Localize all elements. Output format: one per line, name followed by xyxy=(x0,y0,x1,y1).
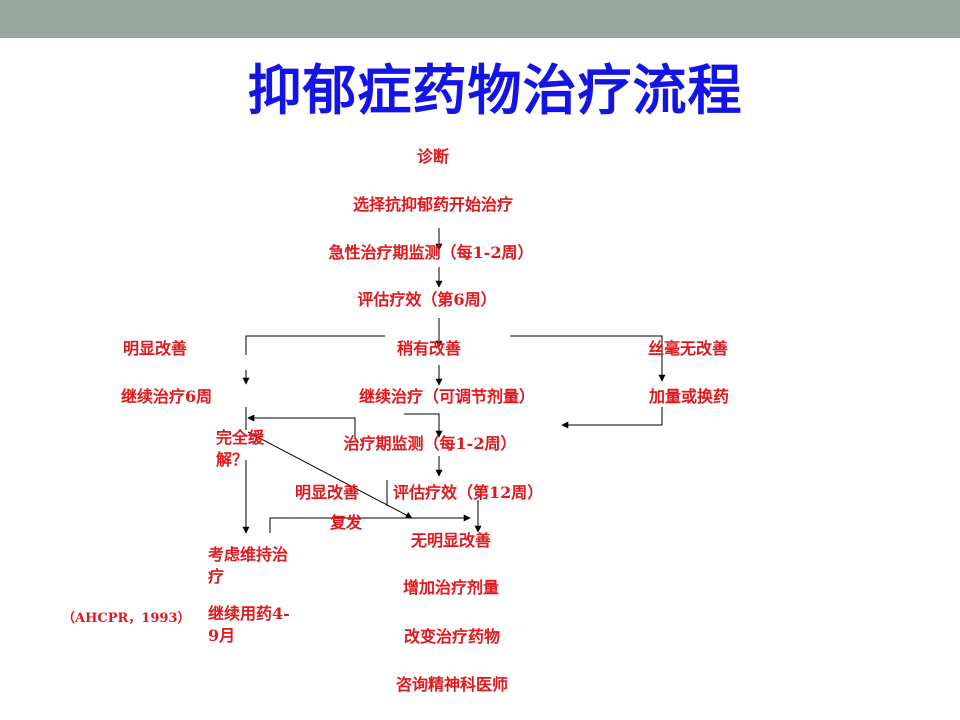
branch-to-marked-improvement xyxy=(245,335,385,355)
arrow-remission-diagonal xyxy=(247,431,413,519)
source-citation: （AHCPR，1993） xyxy=(62,611,191,626)
node-complete-remission: 完全缓解？ xyxy=(216,428,265,469)
arrow-continue-adjust-to-monitoring xyxy=(404,413,443,438)
node-evaluate-week6: 评估疗效（第6周） xyxy=(357,290,497,309)
node-increase-dose: 增加治疗剂量 xyxy=(402,578,500,597)
node-continue-6-weeks: 继续治疗6周 xyxy=(121,387,213,406)
node-continue-adjust-dose: 继续治疗（可调节剂量） xyxy=(358,387,536,406)
node-acute-monitoring: 急性治疗期监测（每1-2周） xyxy=(328,243,534,262)
arrow-back-to-remission xyxy=(247,414,356,438)
node-increase-or-switch: 加量或换药 xyxy=(649,387,730,406)
node-marked-improvement: 明显改善 xyxy=(123,339,188,358)
node-relapse: 复发 xyxy=(330,513,363,532)
node-marked-improvement-2: 明显改善 xyxy=(295,483,360,502)
page-title: 抑郁症药物治疗流程 xyxy=(247,59,743,122)
branch-to-no-improvement xyxy=(510,335,666,382)
header-bar xyxy=(0,0,960,38)
node-no-improvement-at-all: 丝毫无改善 xyxy=(648,339,729,358)
node-diagnosis: 诊断 xyxy=(416,147,450,166)
node-evaluate-week12: 评估疗效（第12周） xyxy=(393,483,544,502)
node-no-marked-improvement: 无明显改善 xyxy=(410,531,492,550)
relapse-arrow xyxy=(269,514,471,533)
node-consider-maintenance: 考虑维持治疗 xyxy=(208,545,289,586)
node-slight-improvement: 稍有改善 xyxy=(396,339,462,358)
node-select-antidepressant: 选择抗抑郁药开始治疗 xyxy=(352,195,514,214)
arrow-switch-to-monitoring xyxy=(561,407,663,429)
node-consult-psychiatrist: 咨询精神科医师 xyxy=(395,675,509,694)
node-treatment-monitoring: 治疗期监测（每1-2周） xyxy=(343,434,517,453)
node-change-medication: 改变治疗药物 xyxy=(403,627,501,646)
node-continue-medication: 继续用药4-9月 xyxy=(208,604,290,645)
